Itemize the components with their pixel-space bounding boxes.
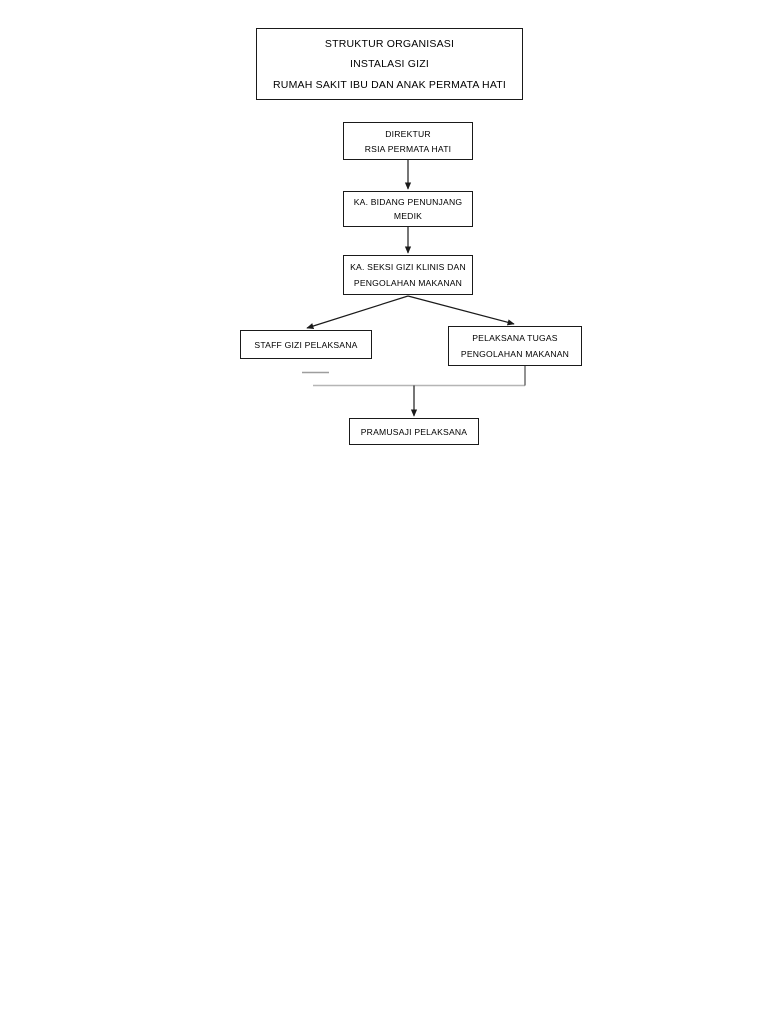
node-staff-line-1: STAFF GIZI PELAKSANA xyxy=(254,339,358,350)
node-pelaksana-line-1: PELAKSANA TUGAS xyxy=(472,333,558,343)
node-direktur: DIREKTUR RSIA PERMATA HATI xyxy=(343,122,473,160)
node-kaseksi-line-2: PENGOLAHAN MAKANAN xyxy=(353,278,463,288)
node-pelaksana-line-2: PENGOLAHAN MAKANAN xyxy=(460,349,570,359)
edge-kaseksi-to-pelaksana xyxy=(407,295,515,326)
node-kepala-bidang-penunjang-medik: KA. BIDANG PENUNJANG MEDIK xyxy=(343,191,473,227)
chart-title-line-2: INSTALASI GIZI xyxy=(349,58,430,71)
chart-title-line-3: RUMAH SAKIT IBU DAN ANAK PERMATA HATI xyxy=(273,78,506,91)
node-pramusaji-line-1: PRAMUSAJI PELAKSANA xyxy=(360,426,468,437)
node-staff-gizi-pelaksana: STAFF GIZI PELAKSANA xyxy=(240,330,372,359)
node-pelaksana-tugas-pengolahan-makanan: PELAKSANA TUGAS PENGOLAHAN MAKANAN xyxy=(448,326,582,366)
node-kepala-seksi-gizi-klinis: KA. SEKSI GIZI KLINIS DAN PENGOLAHAN MAK… xyxy=(343,255,473,295)
chart-title-line-1: STRUKTUR ORGANISASI xyxy=(324,38,455,51)
node-kabidang-line-1: KA. BIDANG PENUNJANG xyxy=(353,197,463,207)
edge-kaseksi-to-staff xyxy=(306,295,409,330)
chart-title-box: STRUKTUR ORGANISASI INSTALASI GIZI RUMAH… xyxy=(256,28,523,100)
node-direktur-line-2: RSIA PERMATA HATI xyxy=(364,143,452,154)
node-kaseksi-line-1: KA. SEKSI GIZI KLINIS DAN xyxy=(350,262,466,272)
node-direktur-line-1: DIREKTUR xyxy=(385,128,431,139)
node-pramusaji-pelaksana: PRAMUSAJI PELAKSANA xyxy=(349,418,479,445)
node-kabidang-line-2: MEDIK xyxy=(393,211,423,221)
